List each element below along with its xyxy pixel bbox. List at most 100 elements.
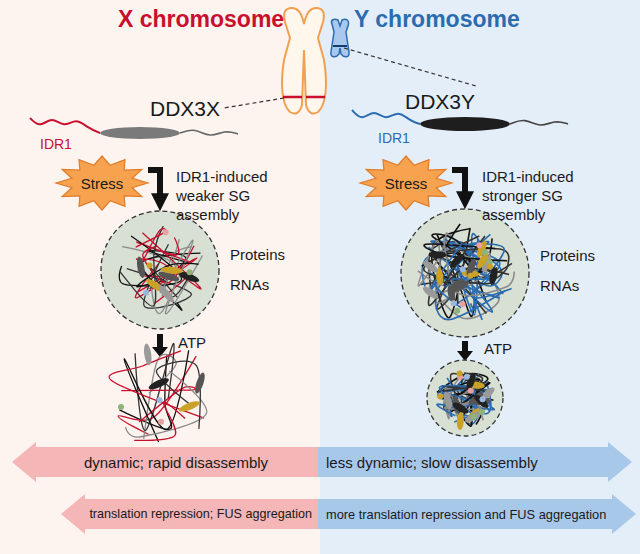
ddx3x-locus <box>283 96 325 99</box>
outcome-label: dynamic; rapid disassembly <box>84 454 268 471</box>
protein-dot <box>118 404 124 410</box>
protein-dot <box>460 266 466 272</box>
protein-domain <box>488 267 498 286</box>
atp-label: ATP <box>484 340 512 357</box>
component-label: Proteins <box>540 247 595 264</box>
edge-label: IDR1-induced stronger SG assembly <box>482 168 630 224</box>
protein-domain <box>452 278 471 293</box>
idr1-x <box>30 118 100 133</box>
gene-name: DDX3X <box>150 97 220 121</box>
rna-protein-strand <box>444 250 509 285</box>
outcome-label: translation repression; FUS aggregation <box>89 507 312 521</box>
granule-contents <box>119 226 202 314</box>
stress-granule: ProteinsRNAs <box>100 210 220 330</box>
outcome-arrow-band: dynamic; rapid disassembly <box>12 442 342 482</box>
stress-burst: Stress <box>360 156 452 210</box>
rna-protein-strand <box>428 247 492 312</box>
stress-granule: ProteinsRNAs <box>400 208 530 338</box>
stress-label: Stress <box>81 175 124 192</box>
domain-label: IDR1 <box>378 130 410 146</box>
gene-name: DDX3Y <box>405 90 475 114</box>
protein-dot <box>460 301 466 307</box>
protein-dot <box>147 262 153 268</box>
ddx3x-helicase <box>100 127 180 139</box>
protein-domain <box>442 391 453 410</box>
protein-dot <box>482 249 488 255</box>
y-chromosome <box>331 19 349 57</box>
leader-dashed <box>224 98 284 108</box>
granule-outline <box>401 209 529 337</box>
dispersed-components <box>109 343 207 442</box>
edge-label: IDR1-induced weaker SG assembly <box>176 168 316 224</box>
atp-arrow-shaft <box>462 341 468 352</box>
stress-burst: Stress <box>56 156 148 210</box>
rna-protein-strand <box>120 226 163 306</box>
protein-domain <box>160 266 183 275</box>
protein-domain <box>156 283 176 304</box>
rna-protein-strand <box>418 241 446 286</box>
protein-domain <box>472 393 490 410</box>
component-label: RNAs <box>540 277 579 294</box>
x-chromosome <box>282 8 326 114</box>
arrow-band-fill <box>12 442 342 482</box>
outcome-label: more translation repression and FUS aggr… <box>326 507 606 522</box>
protein-dot <box>157 397 163 403</box>
protein-dot <box>451 300 457 306</box>
arrow-band-fill <box>318 442 632 482</box>
rna-protein-strand <box>464 244 512 298</box>
protein-dot <box>187 269 193 275</box>
outcome-arrow-band: translation repression; FUS aggregation <box>61 494 342 534</box>
rna-protein-strand <box>122 247 202 314</box>
protein-dot <box>480 396 486 402</box>
rna-protein-strand <box>137 263 199 286</box>
protein-dot <box>143 290 149 296</box>
protein-dot <box>437 394 443 400</box>
starburst-outline <box>360 156 452 210</box>
rna-protein-strand <box>428 236 486 314</box>
atp-arrow-head <box>152 347 168 357</box>
stress-label: Stress <box>385 175 428 192</box>
rna-protein-strand <box>119 355 171 429</box>
ddx3y-helicase <box>420 117 510 131</box>
protein-domain <box>136 256 147 279</box>
domain-label: IDR1 <box>40 136 72 152</box>
granule-contents <box>437 371 497 431</box>
granule-contents <box>418 224 514 320</box>
assembly-arrow <box>148 170 160 200</box>
arrow-band-fill <box>61 494 342 534</box>
protein-dot <box>468 273 474 279</box>
arrow-band-fill <box>318 494 636 534</box>
atp-label: ATP <box>178 334 206 351</box>
ddx3y-locus <box>333 45 347 47</box>
protein-domain <box>193 372 207 395</box>
ddx3x-tail <box>180 130 238 135</box>
component-label: Proteins <box>230 246 285 263</box>
assembly-arrow <box>452 170 465 198</box>
protein-domain <box>428 251 446 258</box>
atp-arrow-shaft <box>157 334 163 348</box>
chromosome-title: Y chromosome <box>354 6 520 33</box>
rna-protein-strand <box>156 361 200 429</box>
protein-dot <box>476 242 482 248</box>
chromosome-title: X chromosome <box>118 6 284 33</box>
protein-dot <box>487 264 493 270</box>
protein-domain <box>143 343 153 366</box>
protein-domain <box>178 399 201 413</box>
rna-protein-strand <box>119 236 181 286</box>
rna-protein-strand <box>126 371 207 437</box>
rna-protein-strand <box>137 238 192 263</box>
granule-shape <box>100 210 220 330</box>
protein-dot <box>471 414 477 420</box>
protein-domain <box>421 285 440 301</box>
protein-dot <box>468 388 474 394</box>
protein-domain <box>456 412 464 430</box>
protein-domain <box>147 376 170 391</box>
protein-dot <box>158 419 164 425</box>
granule-shape <box>400 208 530 338</box>
protein-domain <box>421 259 440 275</box>
rna-protein-strand <box>134 402 185 440</box>
protein-dot <box>457 371 463 377</box>
residual-granule <box>427 360 503 436</box>
starburst-outline <box>56 156 148 210</box>
